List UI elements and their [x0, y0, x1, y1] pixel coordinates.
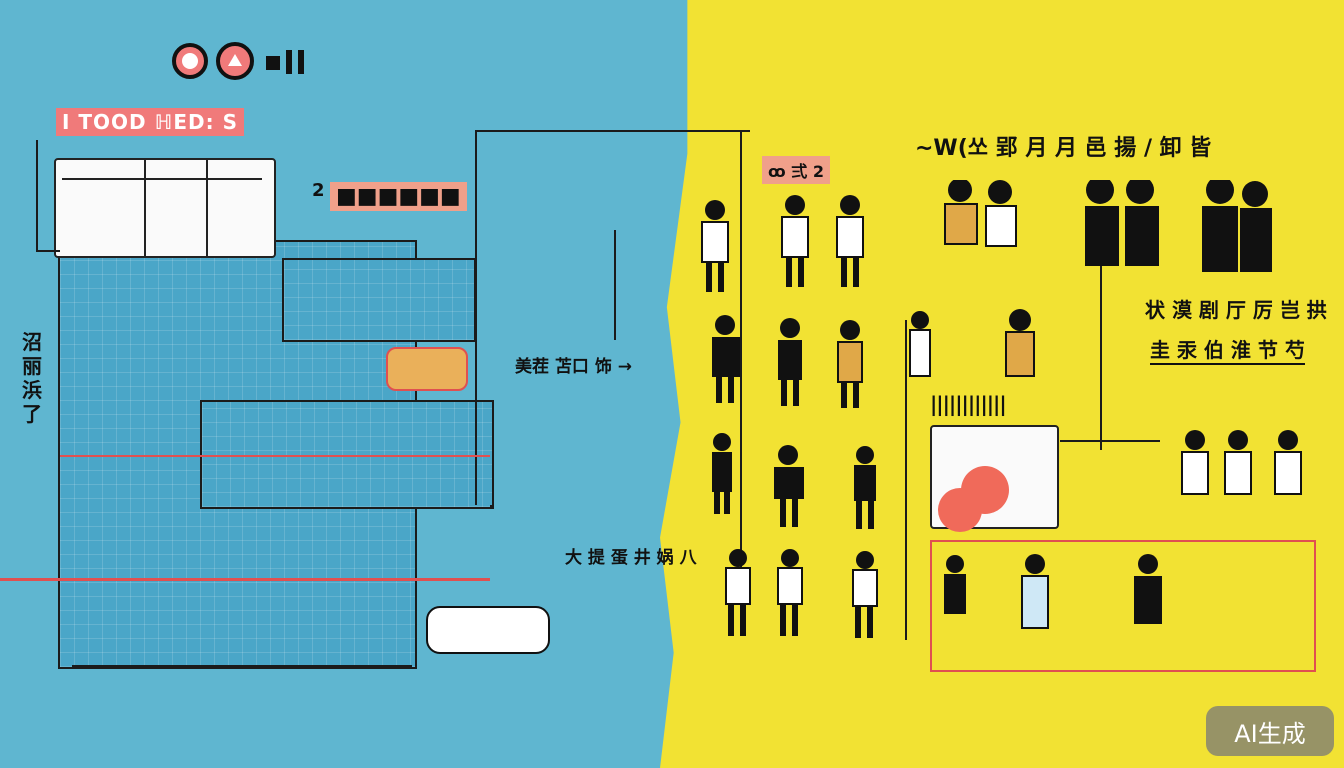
- person-figure: [852, 551, 878, 638]
- small-note: 2: [312, 180, 325, 201]
- floorplan-section: [200, 400, 494, 509]
- top-circle-icons: [172, 42, 304, 80]
- person-figure: [777, 549, 803, 636]
- connector-line: [614, 230, 616, 340]
- person-figure: [712, 315, 740, 403]
- orange-pill-box: [386, 347, 468, 391]
- left-side-label: 沼 丽 浜 了: [22, 330, 42, 426]
- arrow-label-text: 大 提 蛋 井 娲 八: [565, 548, 697, 568]
- right-caption-line: 圭 汞 伯 淮 节 芍: [1150, 334, 1305, 365]
- red-blob-icon: [938, 466, 1009, 532]
- connector-line: [1060, 440, 1160, 442]
- connector-line: [905, 320, 907, 640]
- connector-line: [740, 130, 742, 630]
- arrow-label: 大 提 蛋 井 娲 八: [565, 543, 697, 568]
- person-figure: [854, 446, 876, 529]
- side-label-line: 丽: [22, 354, 42, 378]
- group-container: [930, 540, 1316, 672]
- red-guide-line: [0, 578, 490, 581]
- ai-generated-badge: AI生成: [1206, 706, 1334, 756]
- connector-line: [72, 665, 412, 667]
- person-figure: [1202, 180, 1272, 272]
- right-yellow-background: [660, 0, 1344, 768]
- barcode: ||||||||||||: [930, 392, 1007, 416]
- arrow-label-text: 美茬 苫口 饰: [515, 357, 612, 377]
- side-label-line: 了: [22, 402, 42, 426]
- side-label-line: 沼: [22, 330, 42, 354]
- salmon-label: ■■■■■■: [330, 182, 467, 211]
- person-figure: [781, 195, 809, 287]
- person-figure: [701, 200, 729, 292]
- person-figure: [774, 445, 804, 527]
- connector-line: [36, 140, 38, 252]
- person-figure: [725, 549, 751, 636]
- people-illustration: [701, 180, 1302, 638]
- document-card: [54, 158, 276, 258]
- connector-line: [475, 130, 750, 132]
- floorplan-room: [282, 258, 476, 342]
- connector-line: [490, 505, 492, 507]
- right-subtitle-tag: ꝏ 弍 2: [762, 156, 830, 184]
- connector-line: [36, 250, 60, 252]
- person-figure: [944, 180, 1017, 247]
- side-label-line: 浜: [22, 378, 42, 402]
- person-figure: [944, 554, 1162, 629]
- person-figure: [836, 195, 864, 287]
- person-figure: [778, 318, 802, 406]
- person-figure: [1181, 430, 1302, 495]
- connector-line: [475, 130, 477, 505]
- right-caption-line: 状 漠 剧 厅 厉 岂 拱: [1145, 298, 1327, 322]
- person-figure: [1085, 180, 1159, 266]
- connector-line: [1100, 260, 1102, 450]
- left-header-tag: I TOOD ℍED: S: [56, 108, 244, 136]
- person-figure: [837, 320, 863, 408]
- bundle-item: [426, 606, 550, 654]
- person-figure: [909, 309, 1035, 377]
- arrow-label: 美茬 苫口 饰 →: [515, 357, 633, 377]
- red-guide-line: [60, 455, 490, 457]
- right-title: ~W(쏘 郢 月 月 邑 揚 / 卸 皆: [915, 136, 1212, 161]
- person-figure: [712, 433, 732, 514]
